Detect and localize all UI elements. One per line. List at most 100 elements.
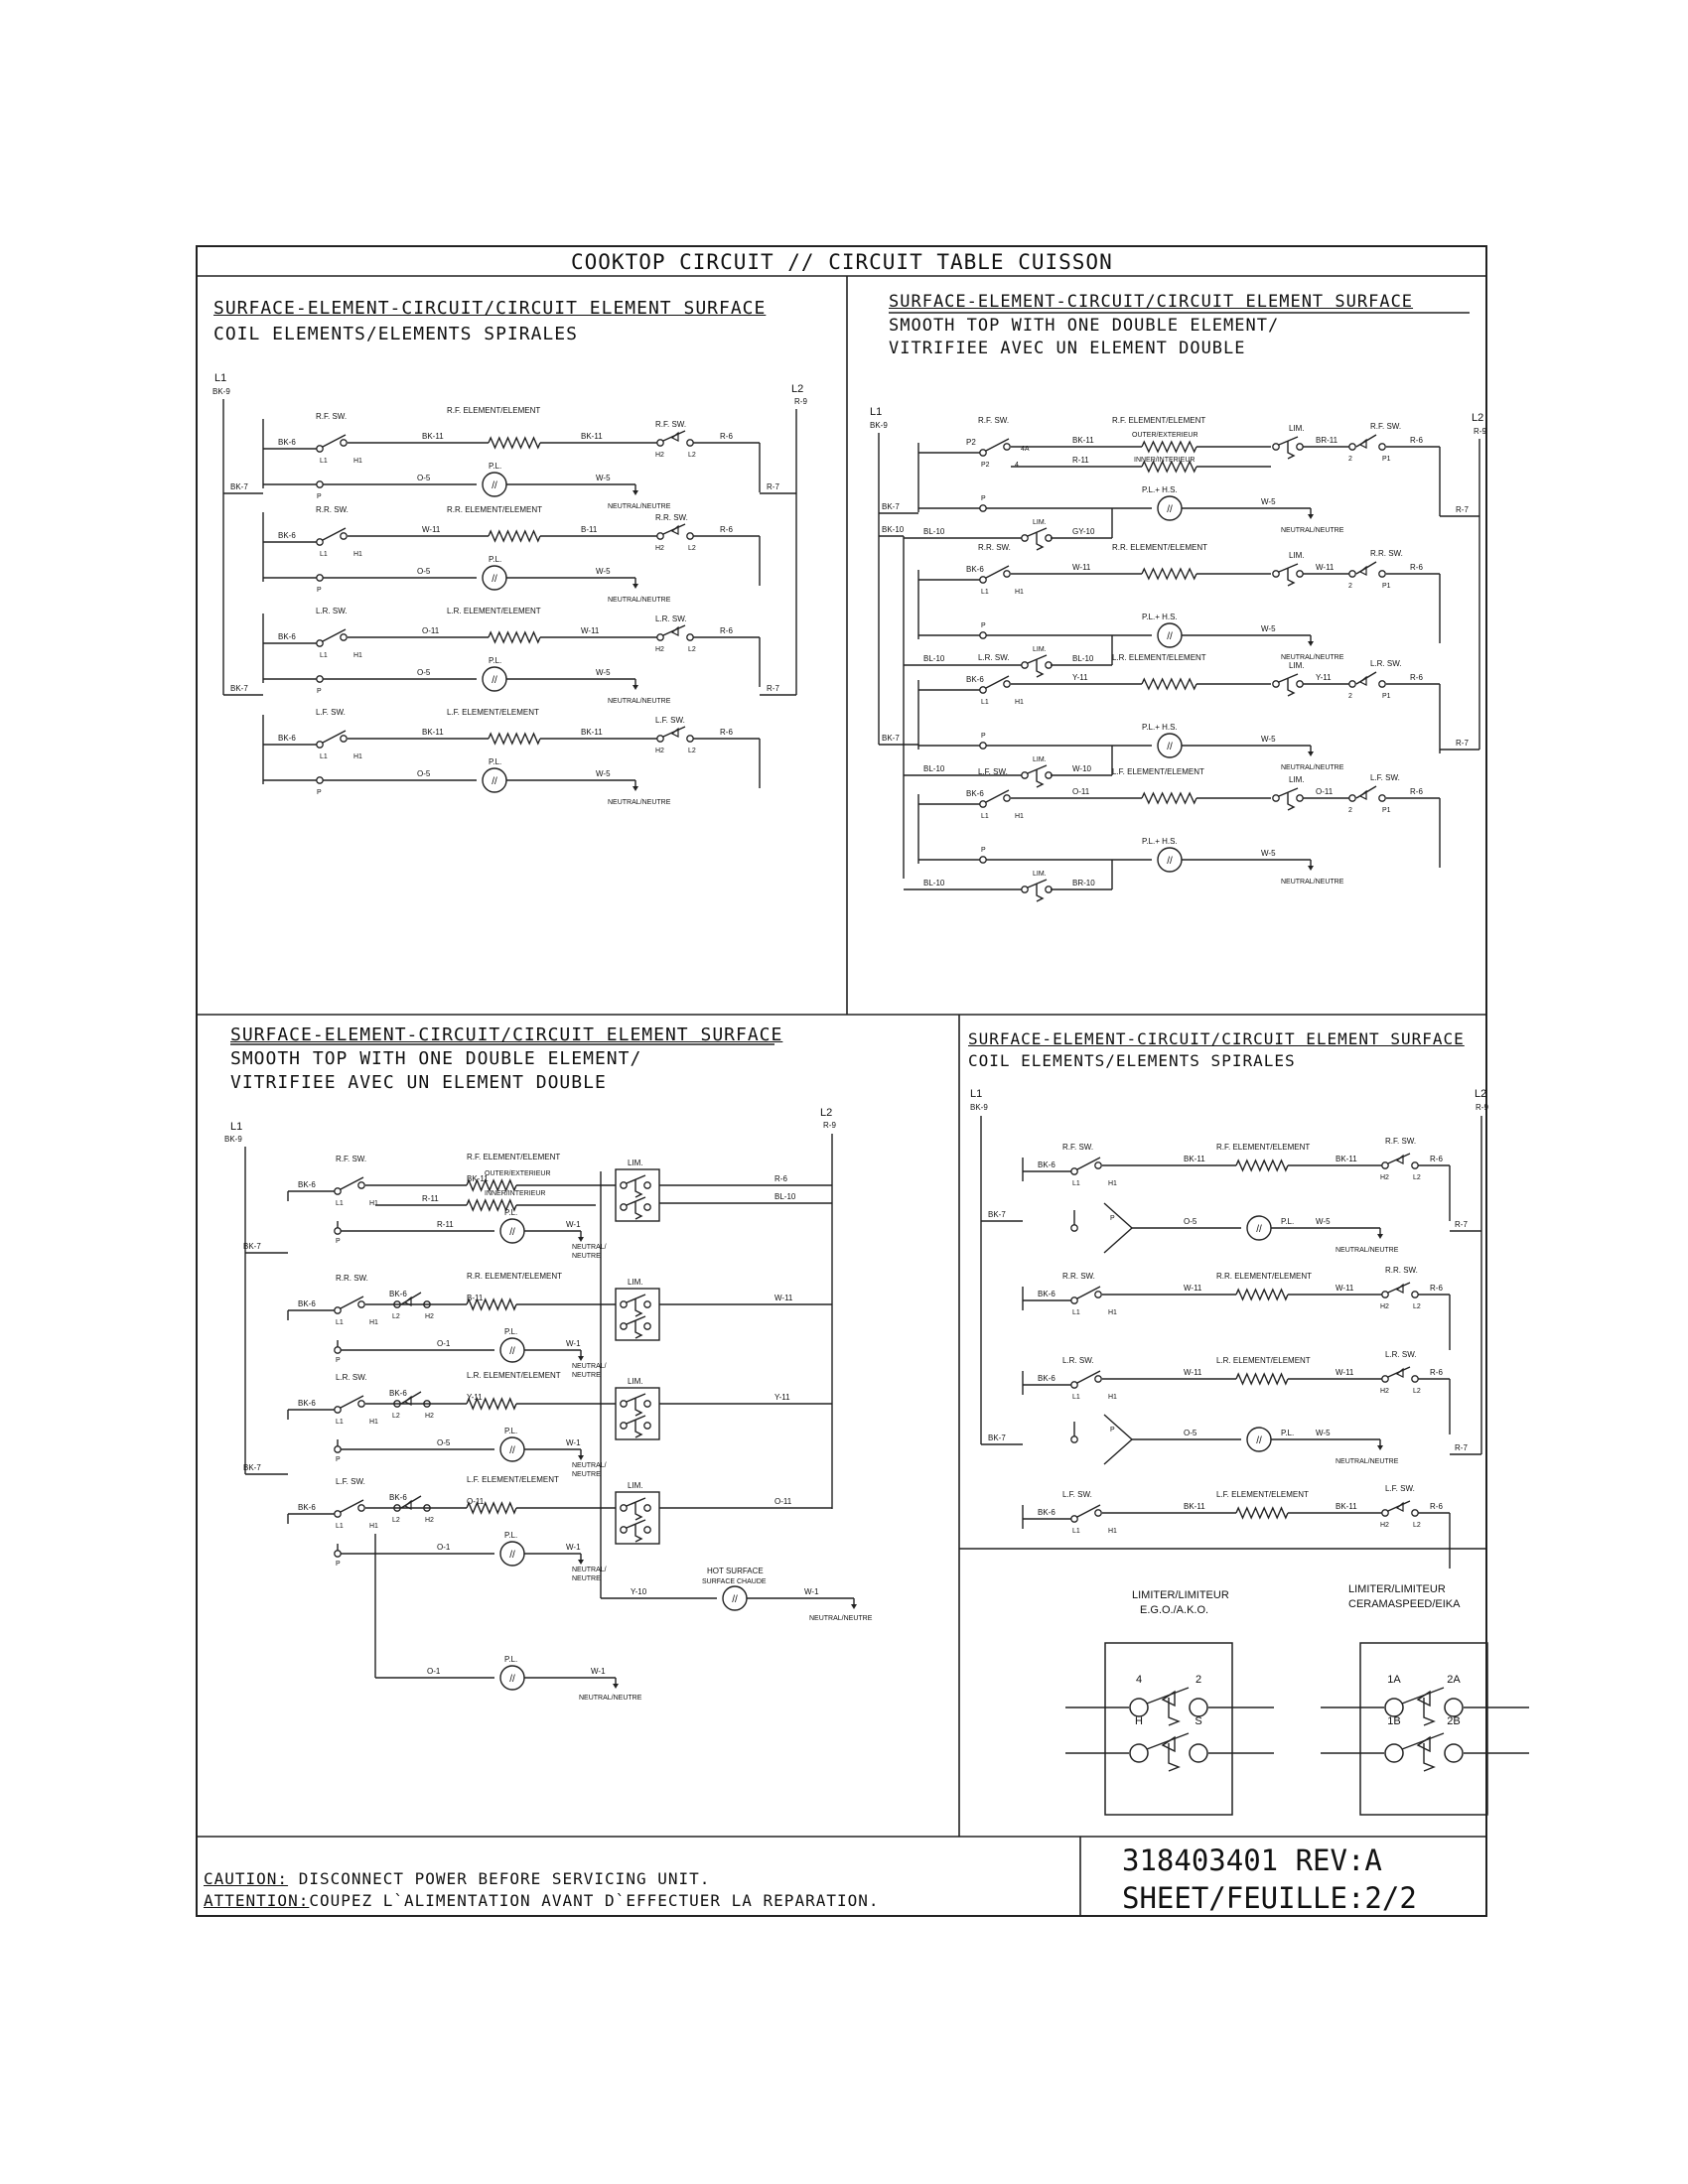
wire-label: W-1: [591, 1667, 606, 1676]
switch-terminal: [334, 1306, 342, 1314]
terminal-label: 2A: [1447, 1674, 1461, 1686]
switch-terminal: [357, 1400, 365, 1408]
terminal: [1384, 1698, 1404, 1717]
neutral-label: NEUTRAL/NEUTRE: [1281, 654, 1344, 661]
wire-label: W-5: [596, 769, 611, 778]
wire-label: W-1: [804, 1587, 819, 1596]
l1-wire: BK-9: [224, 1135, 242, 1144]
neutral-arrow: [1308, 514, 1314, 519]
terminal-label: H1: [353, 753, 362, 760]
neutral-arrow: [578, 1560, 584, 1565]
terminal-label: 4A: [1021, 446, 1030, 453]
terminal: [656, 633, 664, 641]
wire-label: W-1: [566, 1220, 581, 1229]
terminal-label: BK-6: [966, 565, 984, 574]
switch-triangle: [670, 431, 679, 442]
hot-surface-label: SURFACE CHAUDE: [702, 1578, 767, 1585]
wire-label: BK-6: [389, 1493, 407, 1502]
wire-label: O-5: [417, 668, 431, 677]
l2-wire: R-9: [1474, 427, 1486, 436]
plhs-label: P.L.+ H.S.: [1142, 723, 1178, 732]
wire-label: R-6: [720, 626, 733, 635]
switch-terminal: [1003, 794, 1011, 802]
wire-label: R-6: [1410, 436, 1423, 445]
terminal: [686, 532, 694, 540]
terminal-label: 2: [1348, 807, 1352, 814]
limiter-terminal: [620, 1526, 628, 1534]
terminal-label: H2: [1380, 1388, 1389, 1395]
terminal-label: H1: [353, 458, 362, 465]
terminal: [1444, 1743, 1464, 1763]
switch-name: R.F. SW.: [978, 416, 1009, 425]
terminal: [656, 532, 664, 540]
sheet-frame: [196, 245, 1487, 1917]
terminal-label: BK-6: [966, 789, 984, 798]
terminal-label: H2: [1380, 1174, 1389, 1181]
terminal-label: L1: [981, 699, 989, 706]
pilot-label: P.L.: [504, 1208, 517, 1217]
bus-left-label: BK-7: [882, 502, 900, 511]
terminal-label: L1: [320, 652, 328, 659]
terminal-label: L2: [688, 545, 696, 552]
bl-title: SURFACE-ELEMENT-CIRCUIT/CIRCUIT ELEMENT …: [230, 1024, 783, 1045]
limiter-terminal: [620, 1300, 628, 1308]
switch-triangle: [1395, 1154, 1404, 1164]
limiter-terminal: [1021, 534, 1029, 542]
wire-label: O-5: [437, 1438, 451, 1447]
rung-switch: [985, 438, 1010, 452]
neutral-arrow: [578, 1356, 584, 1361]
terminal-label: L1: [336, 1319, 344, 1326]
terminal-label: L1: [981, 589, 989, 596]
wire-label: W-11: [581, 626, 600, 635]
l2-wire: R-9: [823, 1121, 836, 1130]
wire-label: BK-11: [581, 432, 603, 441]
rung-switch: [322, 527, 347, 541]
element-coil: [466, 1178, 517, 1192]
terminal: [334, 1445, 342, 1453]
bus-left-label: BK-7: [243, 1242, 261, 1251]
limiter-terminal: [1296, 794, 1304, 802]
switch-terminal: [979, 800, 987, 808]
terminal: [979, 856, 987, 864]
terminal: [686, 633, 694, 641]
wire-label: BK-11: [1184, 1502, 1205, 1511]
wire-label: R-6: [720, 728, 733, 737]
switch-name: R.R. SW.: [1385, 1266, 1418, 1275]
wire-label: W-5: [596, 567, 611, 576]
limiter-terminal: [620, 1422, 628, 1430]
neutral-arrow: [633, 490, 638, 495]
element-name: L.F. ELEMENT/ELEMENT: [447, 708, 539, 717]
terminal-label: 2: [1348, 456, 1352, 463]
wire-label: BR-10: [1072, 879, 1095, 887]
neutral-label: NEUTRAL/NEUTRE: [608, 597, 671, 604]
wire-label: W-1: [566, 1543, 581, 1552]
neutral-arrow: [633, 685, 638, 690]
terminal: [656, 439, 664, 447]
inner-label: INNER/INTERIEUR: [485, 1190, 545, 1197]
switch-terminal: [1094, 1291, 1102, 1298]
rung-switch: [985, 789, 1010, 803]
wire-label: O-1: [437, 1543, 451, 1552]
terminal: [1381, 1375, 1389, 1383]
neutral-label: NEUTRAL/NEUTRE: [1336, 1458, 1399, 1465]
neutral-label: NEUTRAL/: [572, 1567, 607, 1573]
limiter-terminal: [620, 1504, 628, 1512]
terminal-label: 2: [1196, 1674, 1201, 1686]
limiter-label: LIM.: [628, 1159, 643, 1167]
element-name: R.R. ELEMENT/ELEMENT: [467, 1272, 562, 1281]
terminal: [1070, 1224, 1078, 1232]
limiter-left-sub: E.G.O./A.K.O.: [1140, 1604, 1208, 1616]
switch-triangle: [670, 524, 679, 535]
terminal: [1411, 1509, 1419, 1517]
wire-label: BR-11: [1316, 436, 1338, 445]
element-coil: [488, 732, 541, 746]
pilot-light-mark: //: [509, 1346, 515, 1357]
limiter-terminal: [1272, 680, 1280, 688]
l2-wire: R-9: [1476, 1103, 1488, 1112]
rung-switch: [340, 1499, 364, 1513]
rung-switch: [322, 434, 347, 448]
rung-switch: [985, 565, 1010, 579]
wire-label: O-11: [467, 1497, 485, 1506]
terminal-label: L1: [336, 1523, 344, 1530]
neutral-label: NEUTRE: [572, 1372, 601, 1379]
